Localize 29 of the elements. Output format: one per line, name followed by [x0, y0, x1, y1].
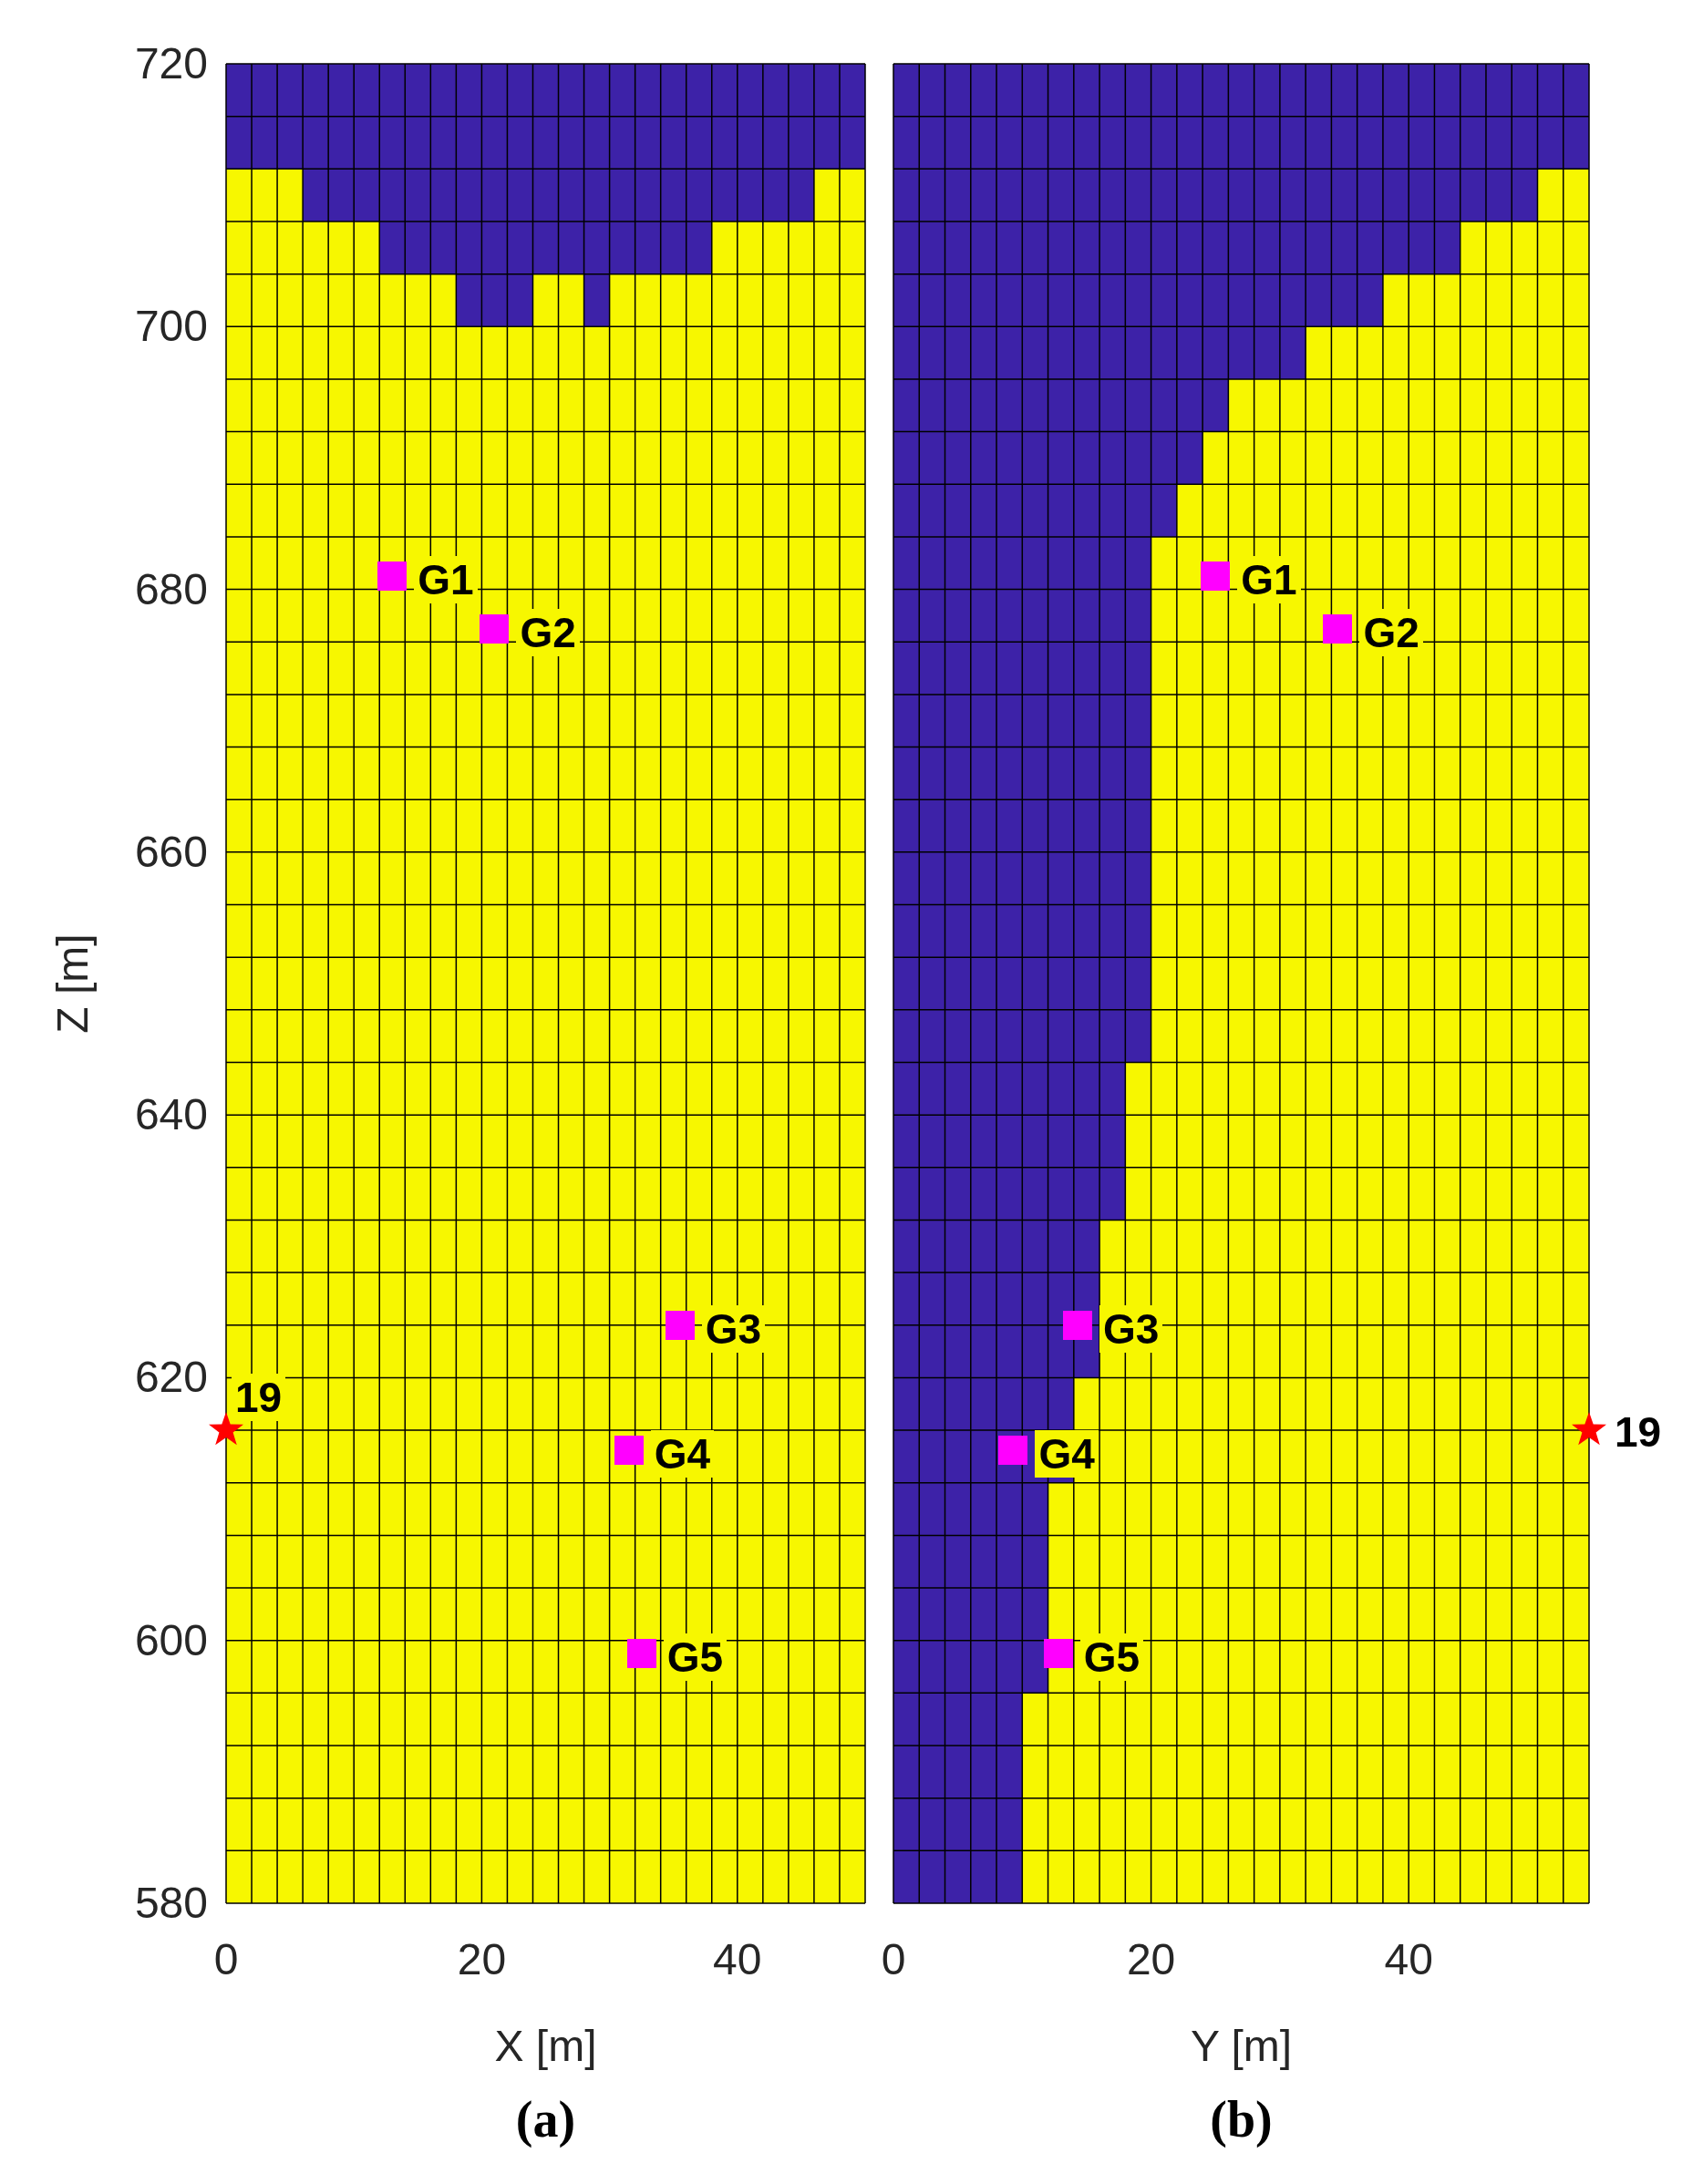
point-label: 19 [232, 1374, 286, 1422]
tick-label: 20 [1126, 1938, 1176, 1982]
tick-label: 0 [213, 1938, 239, 1982]
point-label: G3 [1099, 1304, 1163, 1353]
axis-title: Y [m] [1190, 2024, 1293, 2068]
tick-label: 600 [134, 1618, 208, 1663]
tick-label: 660 [134, 829, 208, 874]
tick-label: 580 [134, 1881, 208, 1925]
tick-label: 720 [134, 42, 208, 86]
axis-title: X [m] [494, 2024, 597, 2068]
point-label: G2 [1359, 608, 1423, 656]
tick-label: 700 [134, 304, 208, 349]
tick-label: 0 [881, 1938, 906, 1982]
tick-label: 620 [134, 1355, 208, 1400]
point-label: G5 [663, 1633, 727, 1682]
point-label: G4 [650, 1429, 714, 1478]
tick-label: 680 [134, 567, 208, 612]
tick-label: 40 [713, 1938, 762, 1982]
axis-title: Z [m] [51, 933, 95, 1034]
tick-label: 640 [134, 1093, 208, 1138]
point-label: G1 [1237, 556, 1301, 604]
point-label: G1 [414, 556, 478, 604]
point-label: G3 [701, 1304, 766, 1353]
point-label: G2 [516, 608, 580, 656]
point-label: 19 [1615, 1411, 1662, 1454]
tick-label: 40 [1384, 1938, 1433, 1982]
point-label: G4 [1035, 1429, 1099, 1478]
point-label: G5 [1079, 1633, 1144, 1682]
tick-label: 20 [457, 1938, 507, 1982]
